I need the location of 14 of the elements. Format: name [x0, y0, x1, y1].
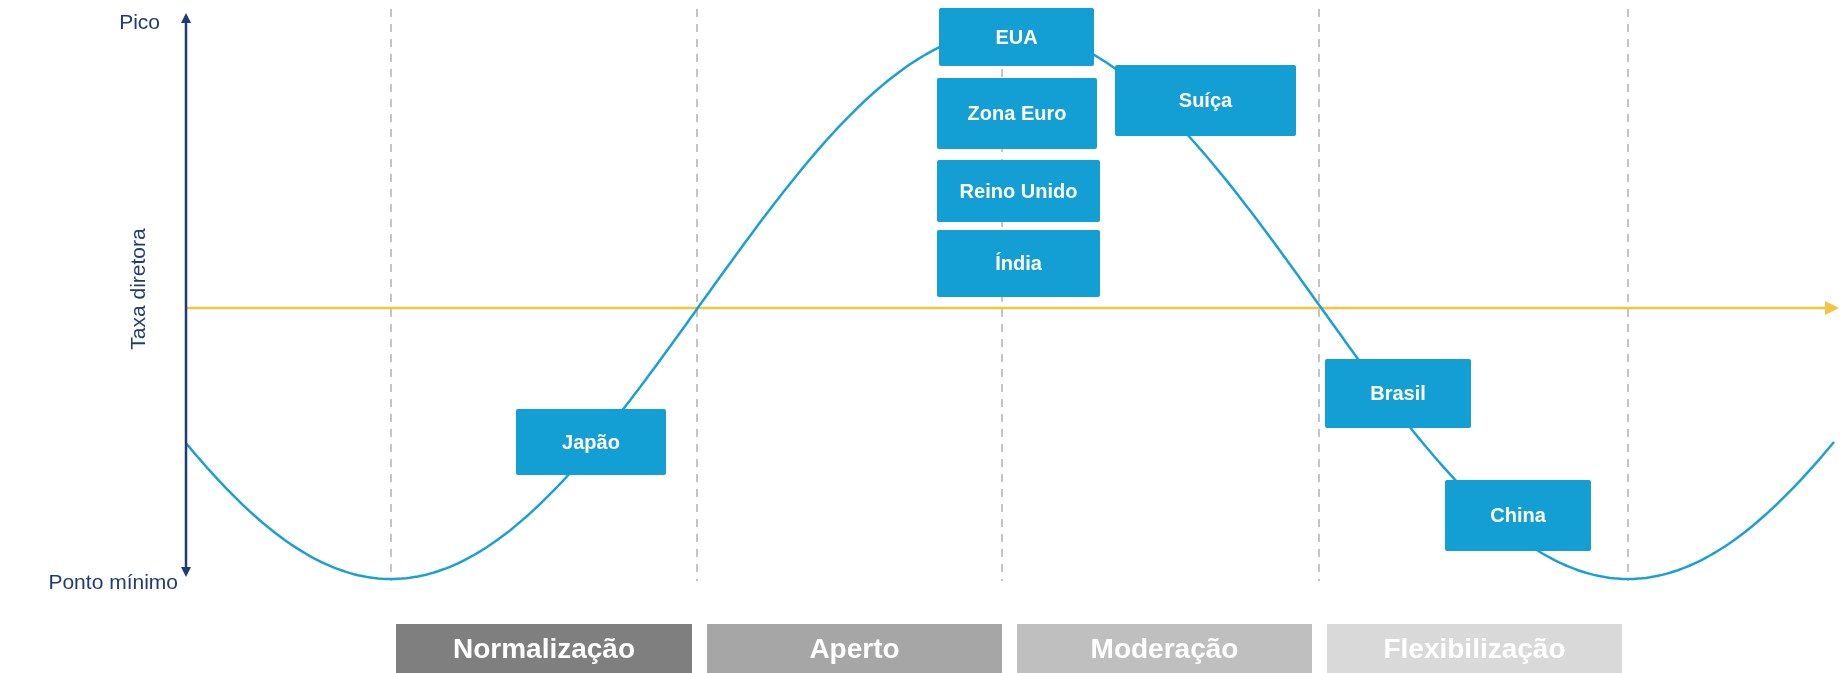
country-box: EUA: [939, 8, 1094, 66]
country-box: Zona Euro: [937, 78, 1097, 149]
axis-label: Ponto mínimo: [48, 570, 178, 594]
axis-title: Taxa diretora: [125, 228, 150, 350]
country-box: Reino Unido: [937, 160, 1100, 222]
axis-label: Pico: [119, 10, 160, 34]
phase-band: Moderação: [1017, 624, 1312, 673]
country-box: Japão: [516, 409, 666, 475]
country-box: Índia: [937, 230, 1100, 297]
phase-band: Aperto: [707, 624, 1002, 673]
phase-band: Normalização: [396, 624, 692, 673]
country-box: Suíça: [1115, 65, 1296, 136]
country-box: China: [1445, 480, 1591, 551]
country-box: Brasil: [1325, 359, 1471, 428]
